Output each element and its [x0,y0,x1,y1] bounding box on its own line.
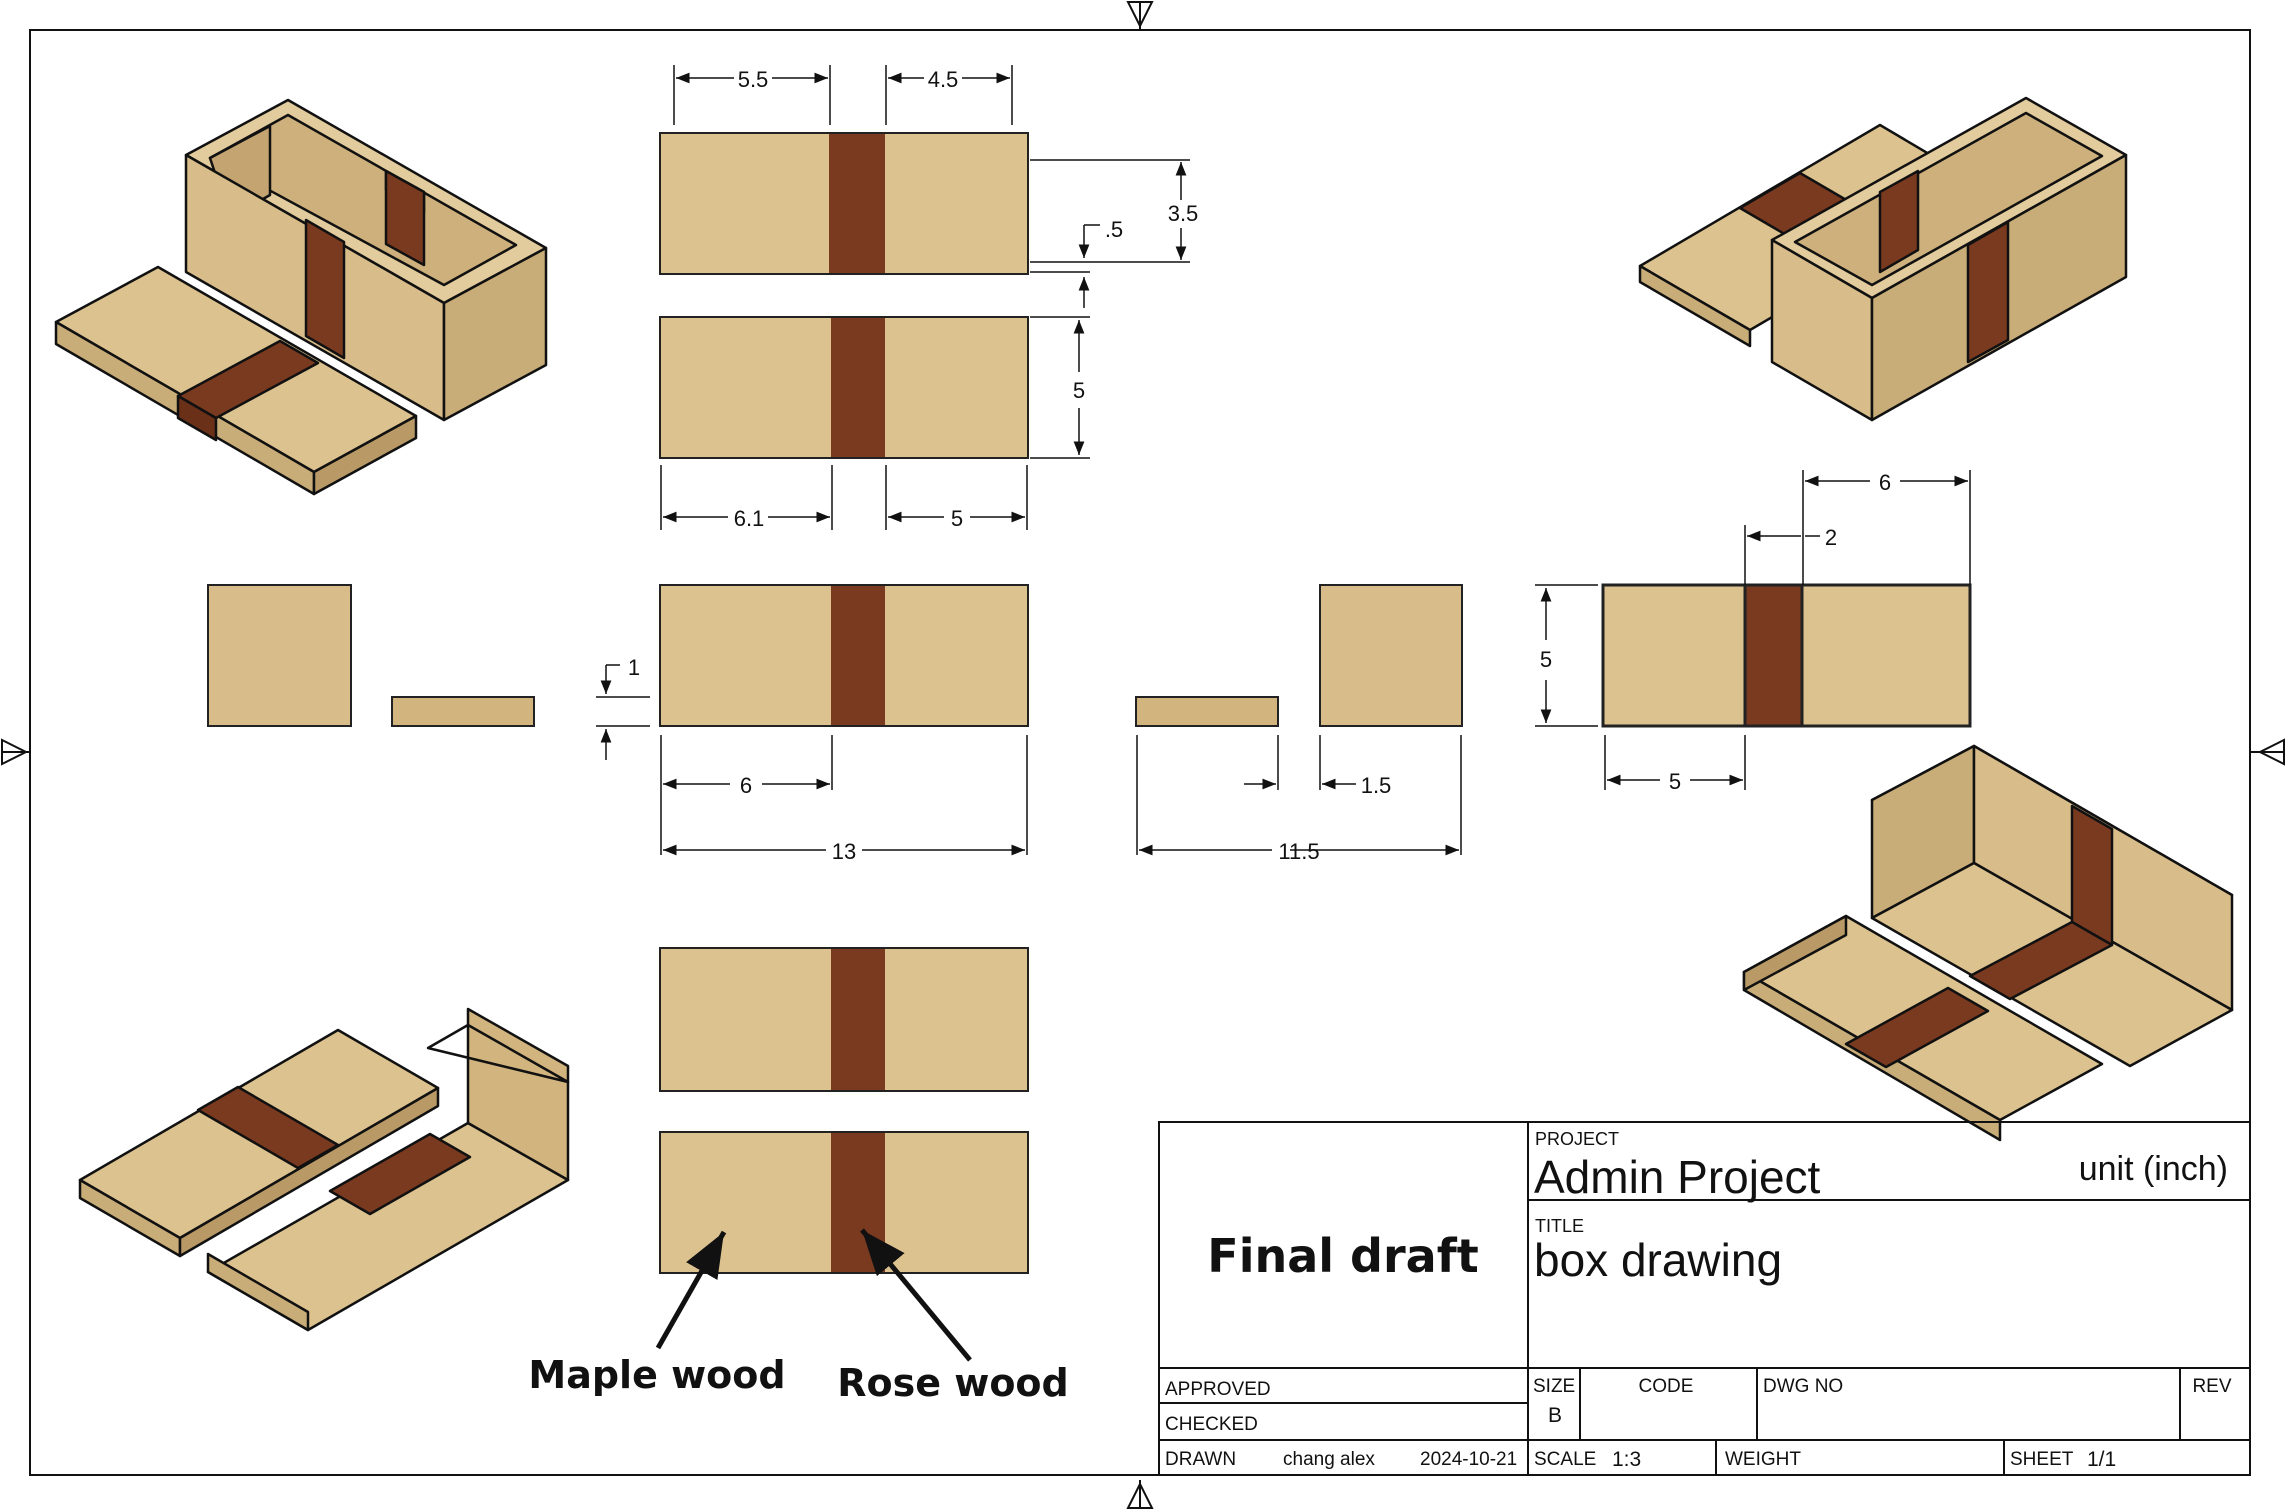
dim-height: 5 [1073,378,1085,403]
drawn-by: chang alex [1283,1449,1375,1470]
dim-width-small: 1.5 [1361,773,1392,798]
title-block [1158,1121,2251,1476]
dwg-label: DWG NO [1763,1376,1843,1397]
dim-top-right: 4.5 [928,67,959,92]
dim-mid-right: 5 [951,506,963,531]
sheet-value: 1/1 [2087,1448,2116,1471]
view-end-left [207,584,352,727]
size-value: B [1548,1404,1562,1427]
status-text: Final draft [1207,1229,1478,1283]
project-name: Admin Project [1534,1151,1821,1203]
dim-width-total: 11.5 [1278,839,1319,864]
scale-value: 1:3 [1612,1448,1641,1471]
callout-arrows [655,1228,972,1362]
approved-label: APPROVED [1165,1379,1271,1400]
view-end-right [1319,584,1463,727]
scale-label: SCALE [1534,1449,1596,1470]
band-top-1 [829,133,885,274]
dim-thickness: 1 [628,655,640,680]
sheet-label: SHEET [2010,1449,2074,1470]
title-label: TITLE [1535,1216,1584,1236]
drawing-title: box drawing [1534,1234,1782,1286]
dim-lip: .5 [1105,217,1123,242]
dim-side-left: 5 [1669,769,1681,794]
checked-label: CHECKED [1165,1414,1258,1435]
code-label: CODE [1639,1376,1694,1397]
size-label: SIZE [1533,1376,1575,1397]
title-block-text: Final draft PROJECT Admin Project unit (… [1165,1129,2232,1471]
dimension-lines [596,65,1971,856]
dim-mid-left: 6.1 [734,506,765,531]
dimension-labels: 5.5 4.5 3.5 .5 5 6.1 5 1 6 13 1.5 11.5 6… [628,67,1891,864]
unit-text: unit (inch) [2079,1150,2228,1188]
rose-label: Rose wood [837,1361,1069,1405]
drawn-label: DRAWN [1165,1449,1236,1470]
drawn-date: 2024-10-21 [1420,1449,1517,1470]
iso-view-top-right [1638,96,2128,422]
dim-side-width: 6 [1879,470,1891,495]
dim-side-height: 3.5 [1168,201,1199,226]
iso-view-top-left [54,98,548,496]
dim-side-height-right: 5 [1540,647,1552,672]
iso-view-bottom-left [78,1007,570,1332]
view-lid-edge-left [391,696,535,727]
rose-arrow [860,1228,972,1362]
iso-view-bottom-right [1742,744,2234,1142]
dim-band-offset: 6 [740,773,752,798]
rev-label: REV [2192,1376,2231,1397]
project-label: PROJECT [1535,1129,1619,1149]
dim-overall-length: 13 [832,839,856,864]
maple-label: Maple wood [528,1353,785,1397]
view-lid-edge-right [1135,696,1279,727]
dim-side-band: 2 [1825,525,1837,550]
maple-arrow [655,1230,727,1350]
dim-top-left: 5.5 [738,67,769,92]
weight-label: WEIGHT [1725,1449,1801,1470]
